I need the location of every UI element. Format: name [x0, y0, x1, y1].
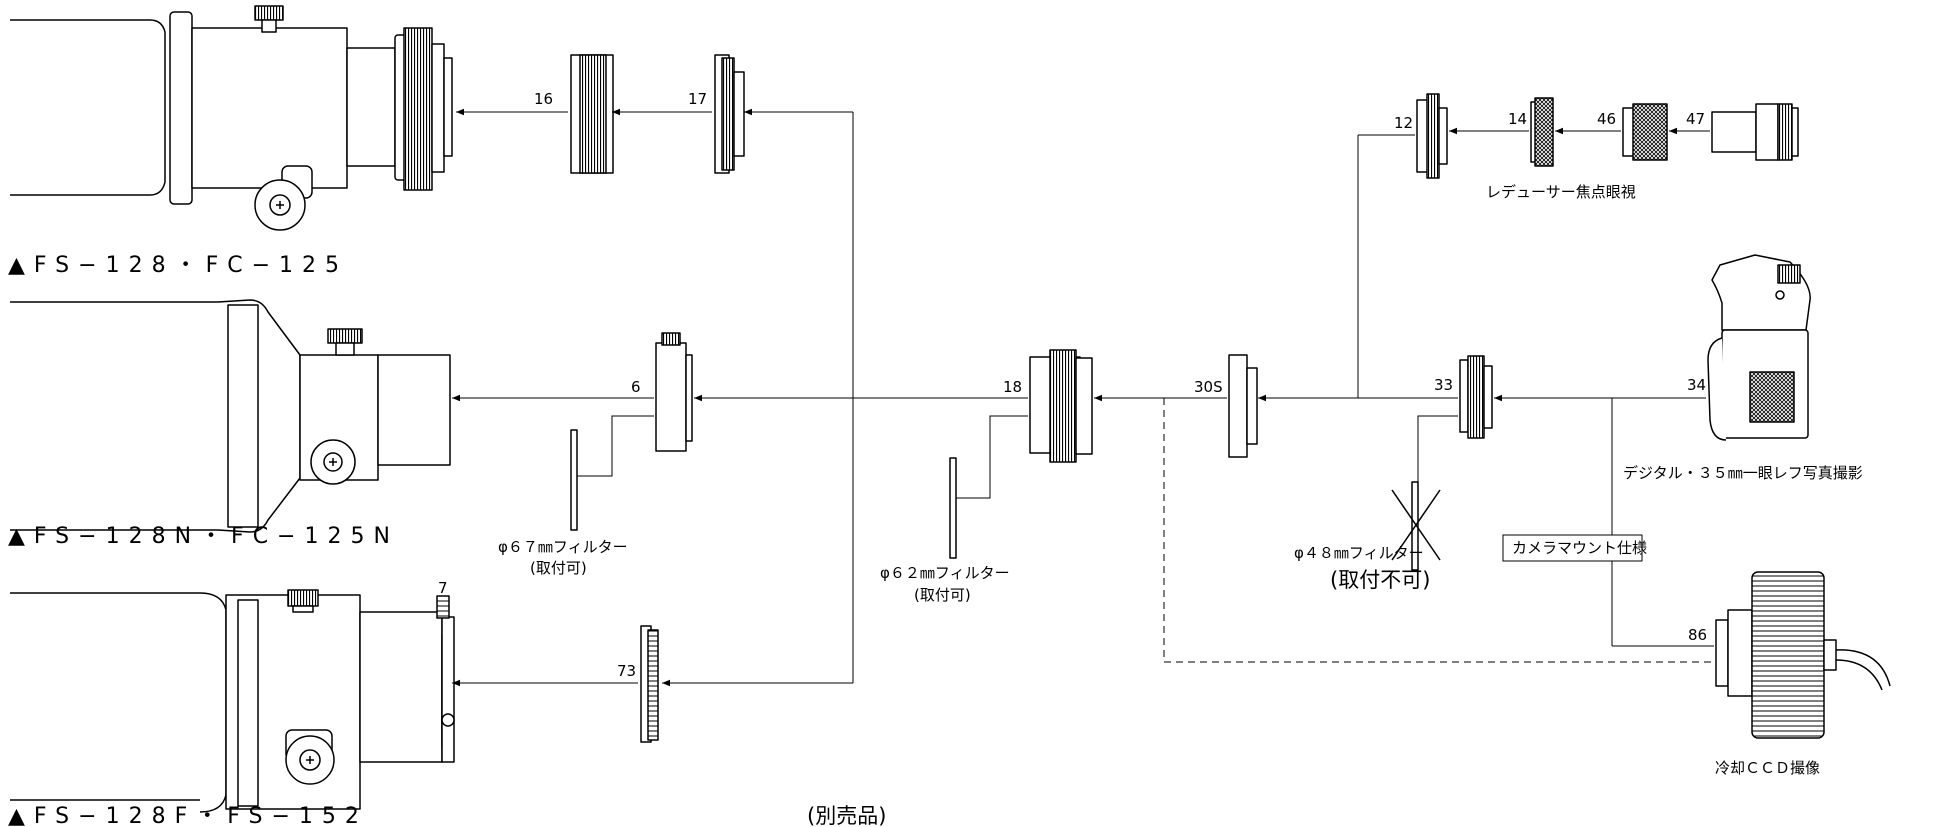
part-number-33: 33 — [1434, 376, 1453, 394]
link-filter48 — [1417, 415, 1458, 524]
filter-62-caption: φ６２㎜フィルター — [880, 564, 1010, 582]
telescope-fs128f-fs152 — [10, 589, 455, 813]
ccd-caption: 冷却ＣＣＤ撮像 — [1715, 759, 1820, 777]
dslr-camera — [1707, 254, 1811, 441]
part-number-18: 18 — [1003, 378, 1022, 396]
part-number-46: 46 — [1597, 110, 1616, 128]
part-number-7: 7 — [438, 579, 448, 597]
part-46-adapter — [1622, 103, 1668, 161]
telescope-label-1: ▲FS−128・FC−125 — [8, 253, 348, 278]
part-number-47: 47 — [1686, 110, 1705, 128]
digital-slr-caption: デジタル・３５㎜一眼レフ写真撮影 — [1623, 464, 1863, 482]
part-number-86: 86 — [1688, 626, 1707, 644]
part-number-14: 14 — [1508, 110, 1527, 128]
part-30s-adapter — [1228, 354, 1258, 458]
part-number-17: 17 — [688, 90, 707, 108]
part-33-ring — [1459, 355, 1493, 439]
part-6-adapter — [655, 332, 693, 452]
filter-48-caption: φ４８㎜フィルター — [1294, 544, 1424, 562]
telescope-label-2: ▲FS−128N・FC−125N — [8, 524, 399, 549]
filter-67mm — [570, 429, 578, 531]
part-47-eyepiece — [1711, 103, 1799, 161]
part-number-30s: 30S — [1194, 378, 1223, 396]
filter-62mm — [949, 457, 957, 559]
filter-67-caption: φ６７㎜フィルター — [498, 538, 628, 556]
part-number-6: 6 — [631, 378, 641, 396]
part-14-ring — [1530, 97, 1554, 167]
reducer-visual-caption: レデューサー焦点眼視 — [1486, 183, 1636, 201]
part-number-12: 12 — [1394, 114, 1413, 132]
part-73-ring — [640, 625, 659, 743]
filter-48-note: (取付不可) — [1330, 568, 1430, 592]
part-16-adapter — [570, 54, 614, 174]
camera-mount-caption: カメラマウント仕様 — [1512, 539, 1647, 557]
telescope-label-3: ▲FS−128F・FS−152 — [8, 804, 368, 827]
part-number-73: 73 — [617, 662, 636, 680]
part-number-34: 34 — [1687, 376, 1706, 394]
link-filter67 — [577, 415, 654, 477]
part-number-16: 16 — [534, 90, 553, 108]
camera-mount-box — [1502, 534, 1643, 562]
filter-62-note: (取付可) — [914, 586, 971, 604]
telescope-fs128-fc125 — [10, 5, 453, 231]
sold-separately-note: (別売品) — [807, 804, 886, 827]
filter-67-note: (取付可) — [530, 559, 587, 577]
link-dashed-ccd — [1163, 398, 1714, 663]
not-mountable-cross-icon — [1391, 489, 1441, 561]
part-18-adapter — [1029, 349, 1093, 463]
cooled-ccd-camera — [1715, 571, 1891, 739]
part-12-adapter — [1416, 93, 1448, 179]
link-filter62 — [956, 415, 1028, 499]
telescope-fs128n-fc125n — [10, 299, 451, 533]
part-17-ring — [714, 54, 745, 174]
